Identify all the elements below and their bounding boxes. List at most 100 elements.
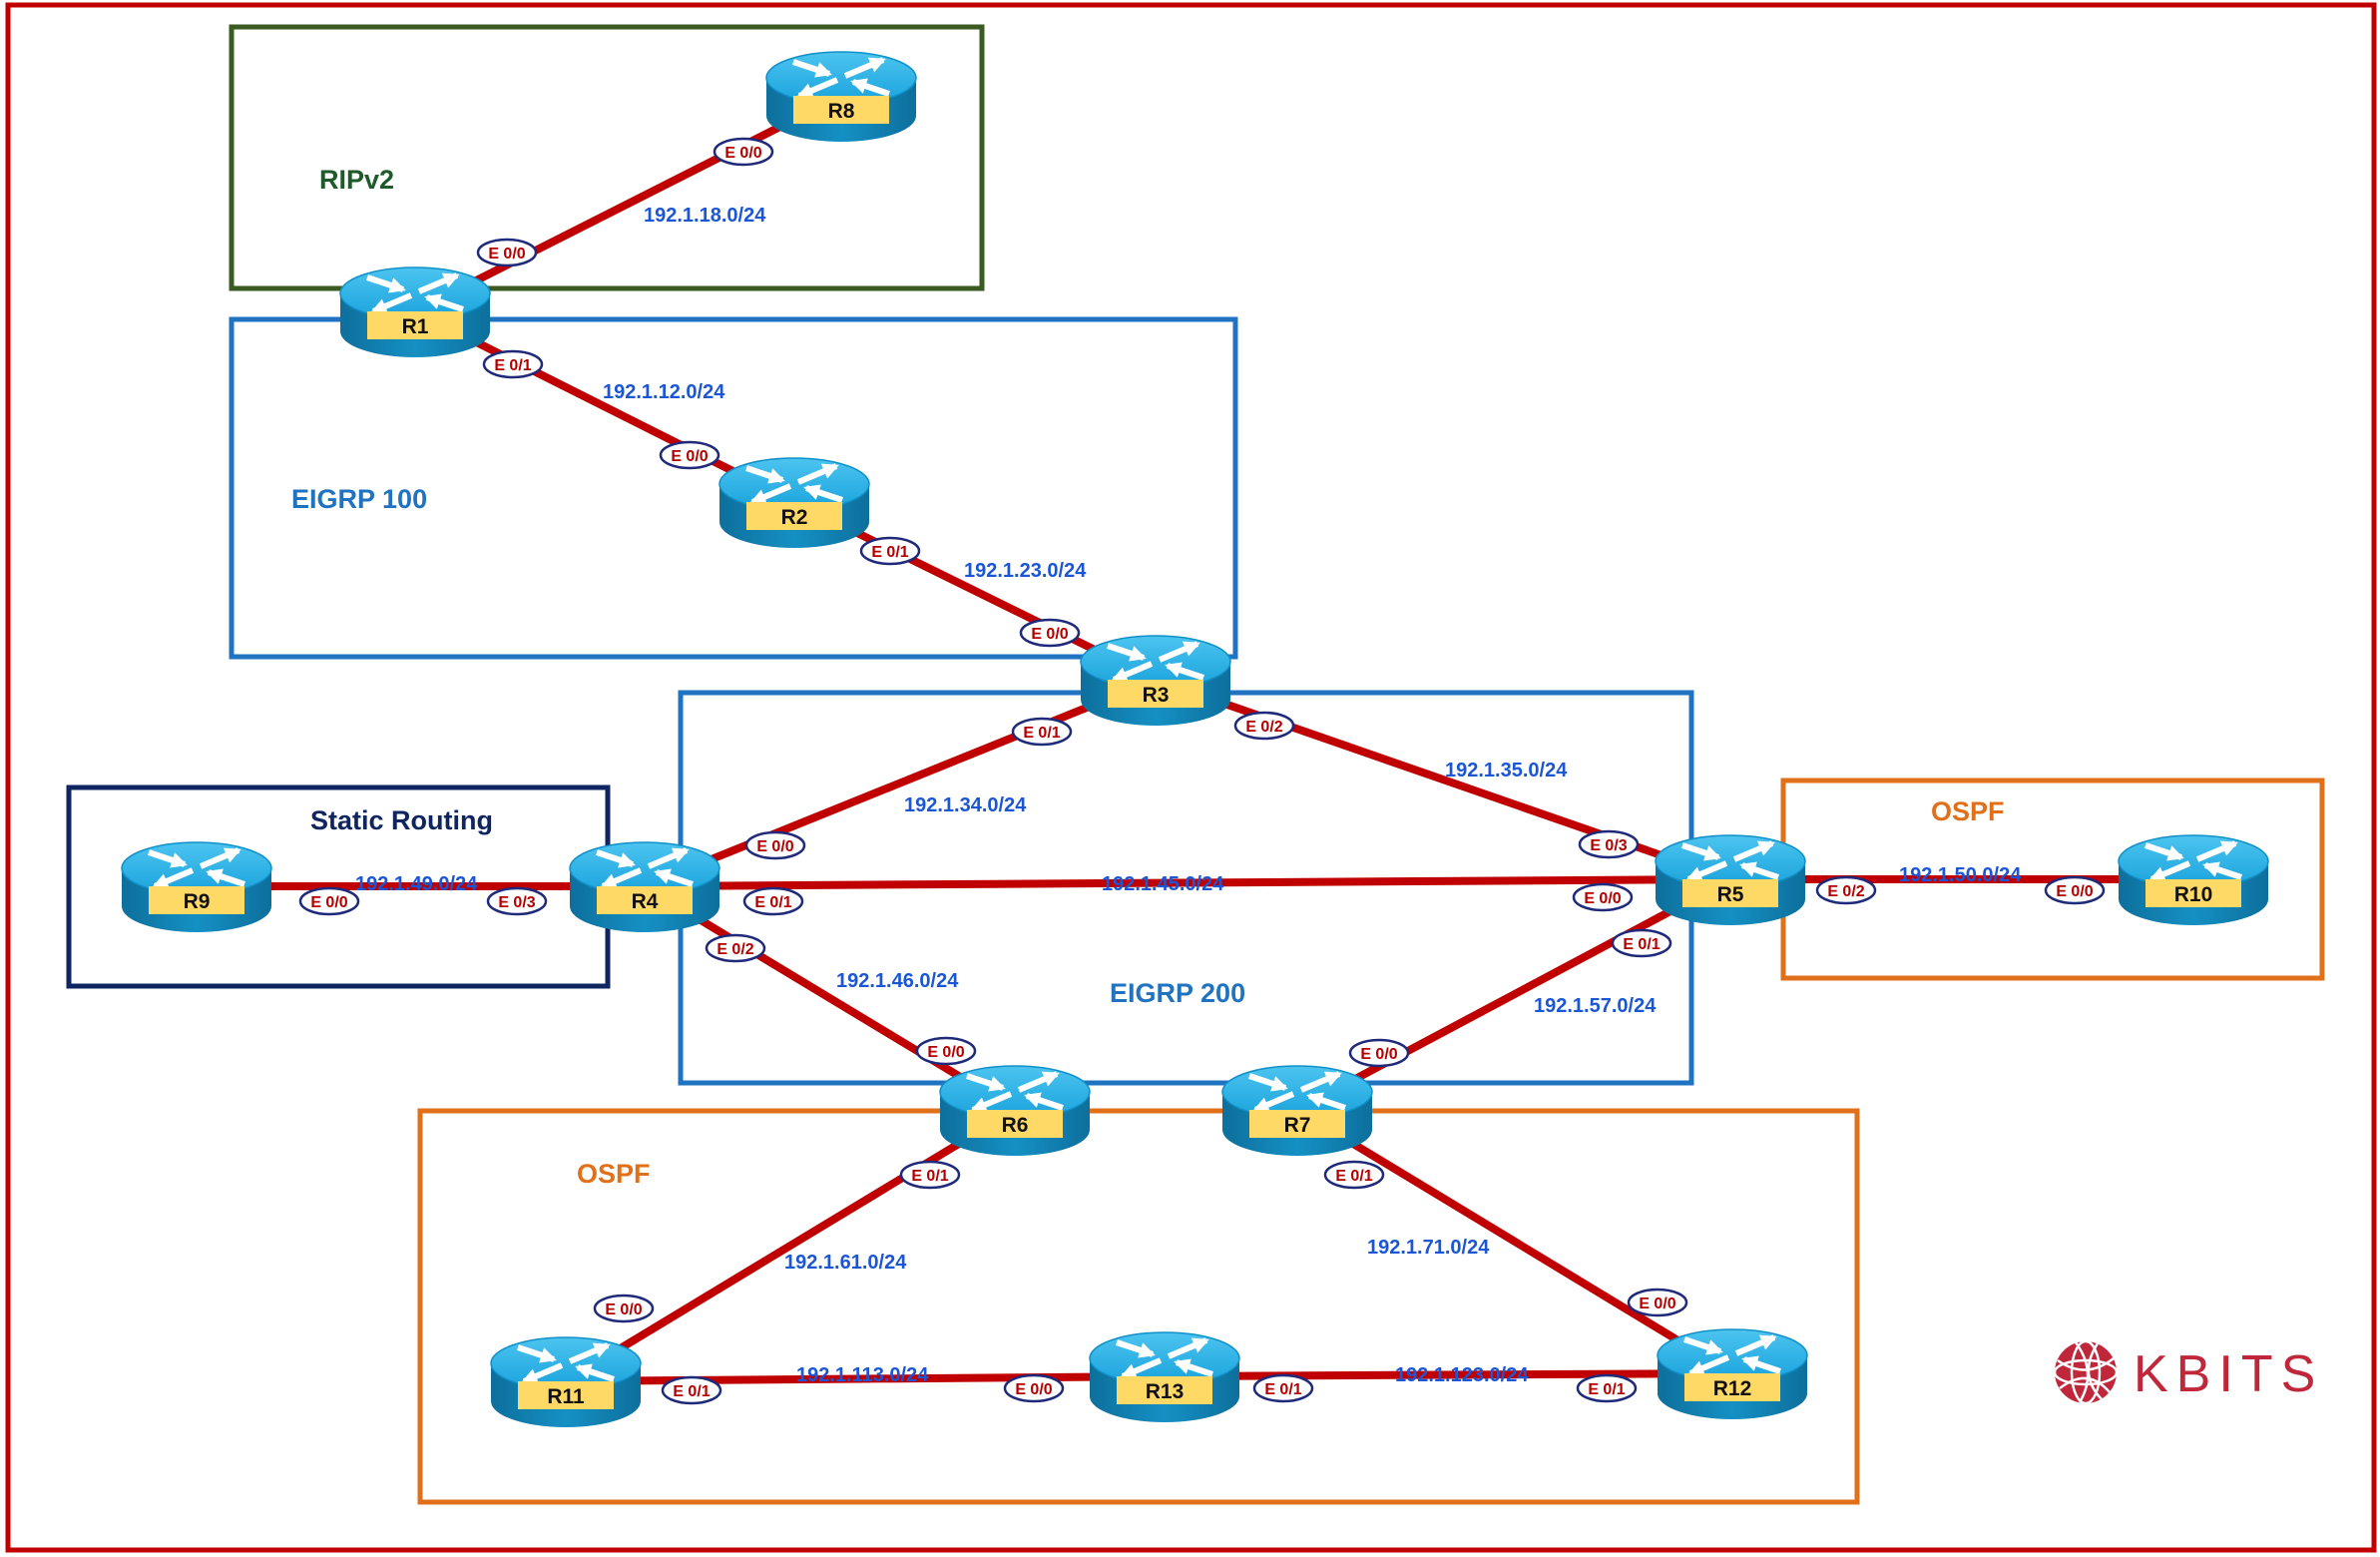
zone-label-ospf-bottom: OSPF [577, 1159, 651, 1189]
interface-tag-ring [1611, 928, 1672, 958]
interface-tag-r6: E 0/0 [915, 1036, 977, 1066]
router-arrows-icon [148, 847, 245, 889]
router-label-plate [793, 96, 889, 124]
interface-tag-r1: E 0/1 [482, 349, 544, 379]
interface-tag-label: E 0/1 [673, 1383, 710, 1400]
router-r2[interactable]: R2 [718, 457, 870, 548]
interface-tag-ring [1019, 618, 1081, 648]
interface-tag-ring [298, 886, 360, 916]
interface-tag-ring [1003, 1373, 1065, 1403]
interface-tag-label: E 0/0 [724, 145, 761, 162]
router-r7[interactable]: R7 [1221, 1065, 1373, 1156]
subnet-label: 192.1.57.0/24 [1534, 995, 1657, 1017]
router-r6[interactable]: R6 [939, 1065, 1091, 1156]
router-label-plate [1682, 879, 1778, 907]
subnet-label: 192.1.46.0/24 [836, 970, 959, 992]
router-r13[interactable]: R13 [1089, 1331, 1240, 1422]
subnet-label: 192.1.18.0/24 [644, 205, 766, 227]
interface-tag-label: E 0/1 [871, 544, 908, 561]
interface-tag-label: E 0/1 [754, 894, 791, 911]
interface-tag-label: E 0/1 [1335, 1168, 1372, 1185]
subnet-label: 192.1.23.0/24 [964, 560, 1087, 582]
router-label: R1 [402, 315, 429, 338]
interface-tag-r12: E 0/0 [1627, 1288, 1688, 1317]
router-label: R5 [1717, 883, 1744, 906]
interface-tag-ring [661, 1375, 722, 1405]
interface-tag-label: E 0/0 [1360, 1046, 1397, 1063]
router-label: R10 [2174, 883, 2213, 906]
subnet-label: 192.1.12.0/24 [603, 381, 725, 403]
router-arrows-icon [966, 1071, 1064, 1113]
router-label: R8 [828, 100, 855, 123]
link-r3-r4 [643, 676, 1158, 890]
router-r1[interactable]: R1 [339, 266, 491, 357]
interface-tag-label: E 0/1 [911, 1168, 948, 1185]
link-r7-r12 [1294, 1106, 1735, 1377]
router-r5[interactable]: R5 [1655, 834, 1806, 925]
interface-tag-ring [1576, 1373, 1638, 1403]
interface-tag-ring [705, 933, 766, 963]
router-label-plate [597, 886, 693, 914]
interface-tag-ring [476, 238, 538, 267]
router-arrows-icon [1248, 1071, 1346, 1113]
router-arrows-icon [1681, 840, 1779, 882]
interface-tag-r13: E 0/0 [1003, 1373, 1065, 1403]
interface-tag-ring [1348, 1038, 1410, 1068]
interface-tag-ring [915, 1036, 977, 1066]
zone-ospf-bottom-box [417, 1108, 1860, 1505]
interface-tag-r11: E 0/0 [593, 1294, 655, 1323]
interface-tag-r4: E 0/1 [742, 886, 804, 916]
router-arrows-icon [366, 272, 464, 314]
interface-tag-ring [744, 830, 806, 860]
router-r11[interactable]: R11 [490, 1336, 642, 1427]
globe-icon [2053, 1339, 2119, 1405]
interface-tag-ring [1627, 1288, 1688, 1317]
interface-tag-label: E 0/2 [1827, 883, 1864, 900]
logo-text: KBITS [2134, 1345, 2323, 1403]
link-r3-r5 [1154, 676, 1732, 883]
interface-tag-ring [1815, 875, 1877, 905]
interface-tag-r5: E 0/2 [1815, 875, 1877, 905]
subnet-label: 192.1.123.0/24 [1395, 1364, 1529, 1386]
interface-tag-label: E 0/0 [605, 1301, 642, 1318]
interface-tag-r9: E 0/0 [298, 886, 360, 916]
router-r9[interactable]: R9 [121, 841, 272, 932]
outer-frame [5, 2, 2377, 1553]
interface-tag-r5: E 0/1 [1611, 928, 1672, 958]
router-r4[interactable]: R4 [569, 841, 720, 932]
interface-tag-ring [486, 886, 548, 916]
zone-label-ospf-right: OSPF [1931, 796, 2005, 826]
interface-tag-label: E 0/0 [927, 1044, 964, 1061]
router-r12[interactable]: R12 [1657, 1328, 1808, 1419]
interface-tag-label: E 0/1 [1023, 725, 1060, 742]
router-label-plate [1117, 1376, 1212, 1404]
interface-tag-r1: E 0/0 [476, 238, 538, 267]
interface-tag-label: E 0/1 [494, 357, 531, 374]
zone-label-eigrp200: EIGRP 200 [1110, 978, 1245, 1008]
interface-tag-r4: E 0/2 [705, 933, 766, 963]
router-label: R11 [547, 1385, 585, 1408]
interface-tag-label: E 0/2 [716, 941, 753, 958]
router-r3[interactable]: R3 [1080, 635, 1231, 726]
interface-tag-label: E 0/0 [1639, 1296, 1675, 1312]
zone-label-ripv2: RIPv2 [319, 165, 394, 195]
subnet-label: 192.1.34.0/24 [904, 794, 1027, 816]
link-r11-r13 [565, 1372, 1166, 1385]
router-label: R12 [1713, 1377, 1752, 1400]
interface-tag-label: E 0/0 [671, 448, 708, 465]
interface-tags-layer: E 0/0 E 0/0 E 0/1 E 0/0 E 0/1 E 0/0 E 0/1 E 0/0… [298, 137, 2106, 1405]
router-label-plate [1108, 680, 1203, 708]
router-label-plate [518, 1381, 614, 1409]
router-r8[interactable]: R8 [765, 51, 917, 142]
router-label: R6 [1002, 1114, 1029, 1137]
interface-tag-ring [1011, 717, 1073, 747]
interface-tag-r5: E 0/3 [1578, 829, 1640, 859]
interface-tag-r2: E 0/0 [659, 440, 720, 470]
interface-tag-ring [1252, 1373, 1314, 1403]
router-r10[interactable]: R10 [2118, 834, 2269, 925]
router-label: R2 [781, 506, 808, 529]
subnet-label: 192.1.113.0/24 [796, 1364, 929, 1386]
interface-tag-ring [1323, 1160, 1385, 1190]
